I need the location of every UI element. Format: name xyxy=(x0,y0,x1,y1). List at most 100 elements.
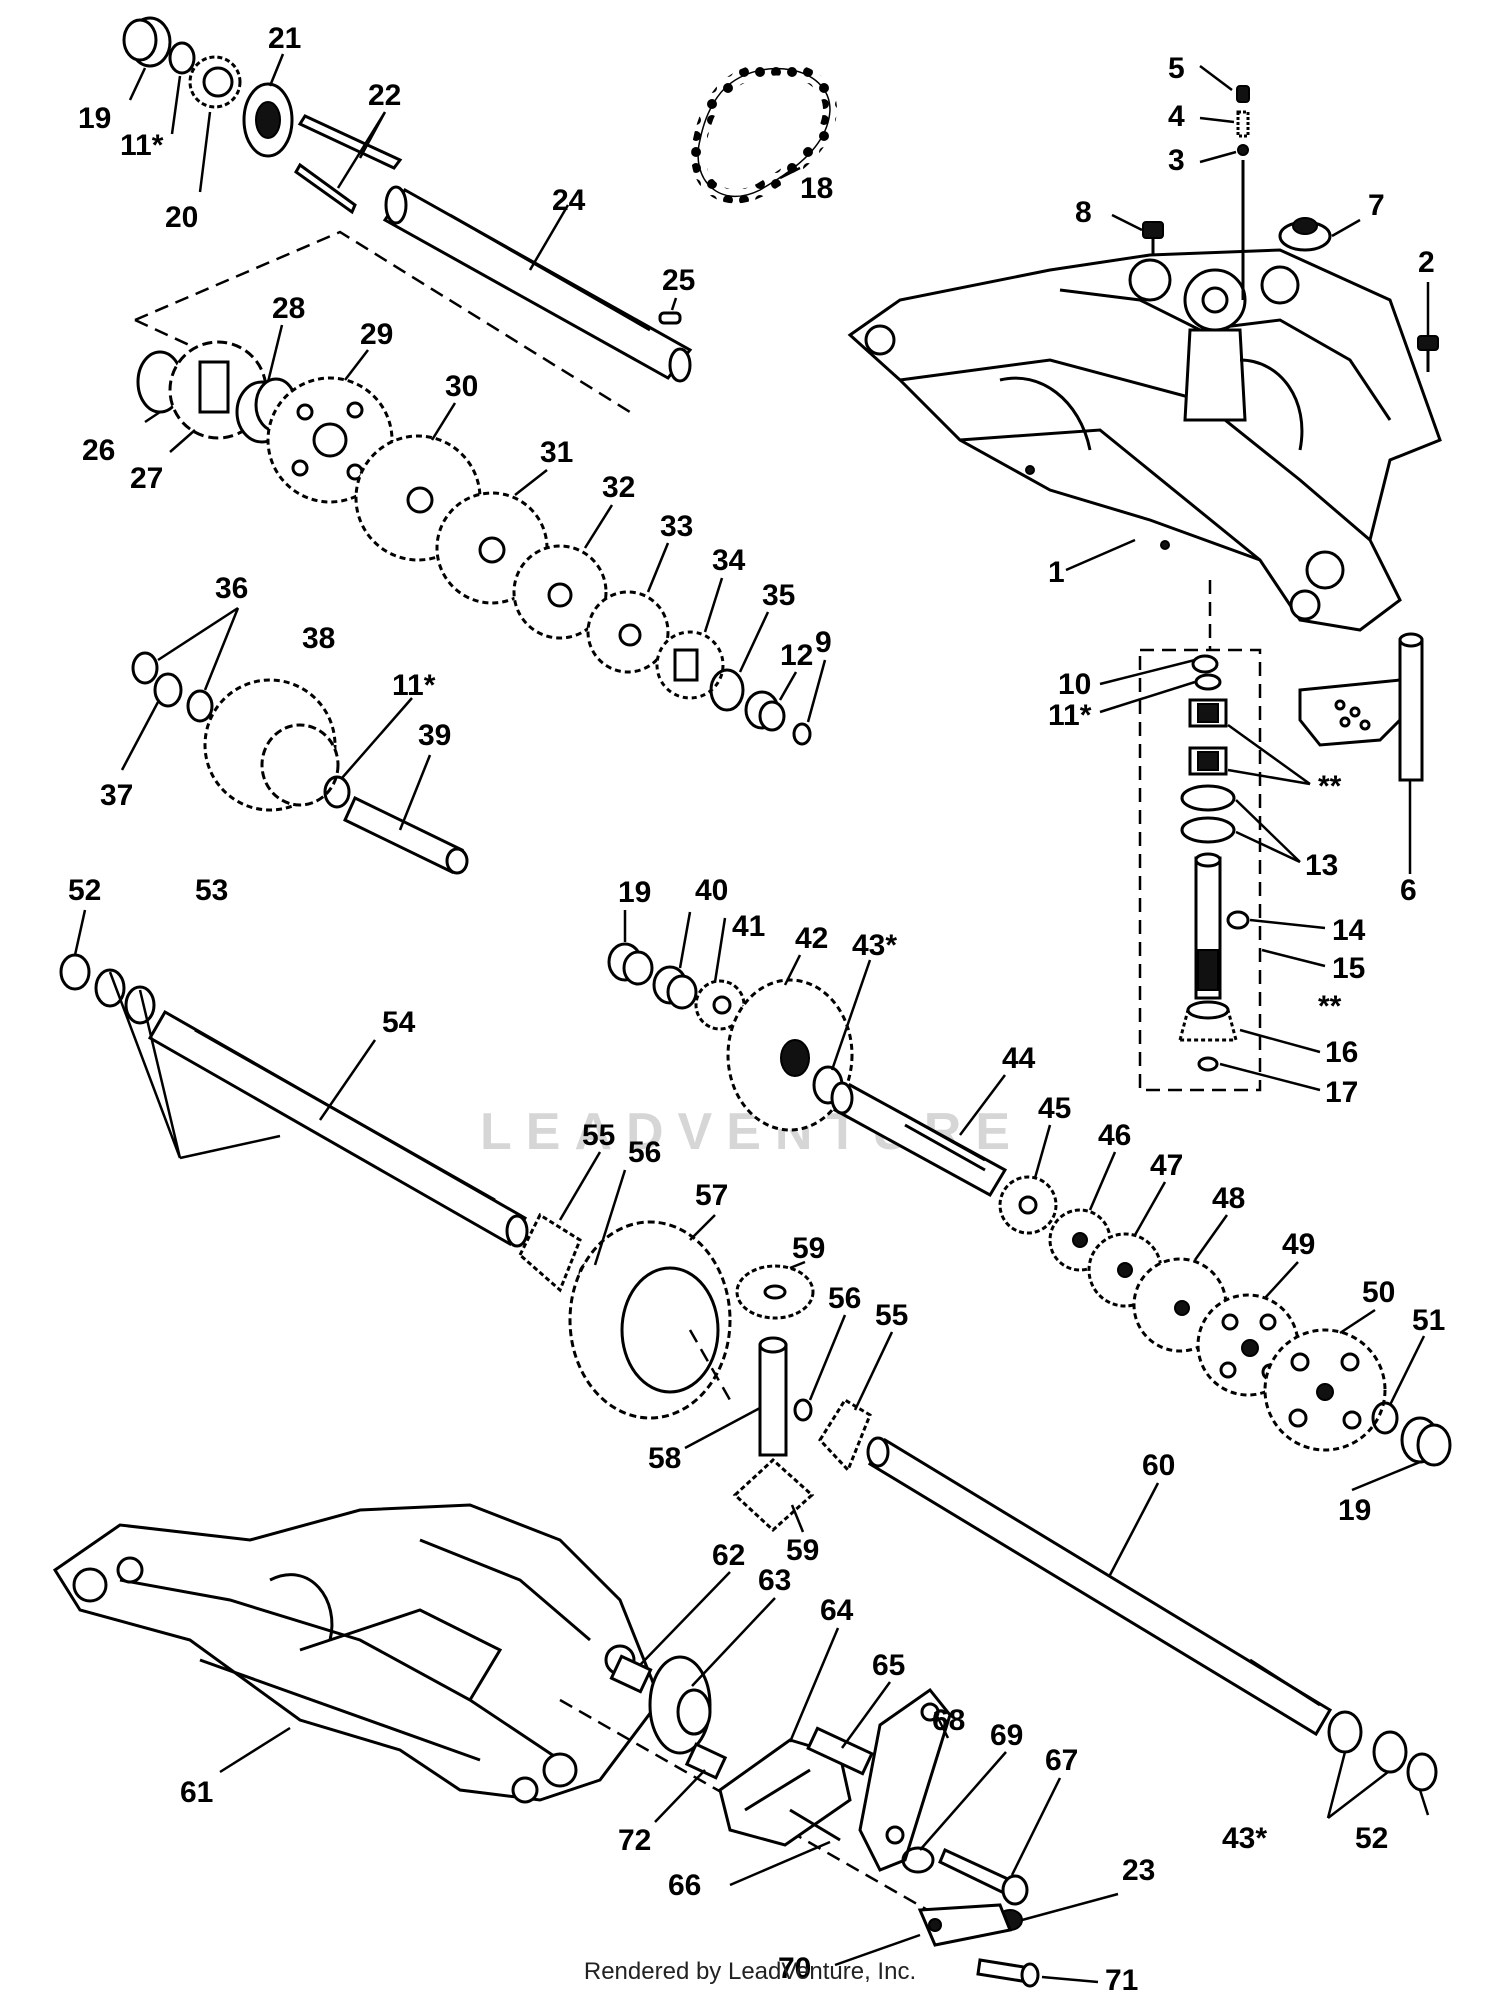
callout-64: 64 xyxy=(820,1594,854,1627)
part-51-washer xyxy=(1371,1401,1399,1435)
part-32-gear xyxy=(512,544,608,640)
part-1-upper-housing xyxy=(847,248,1442,632)
callout-71: 71 xyxy=(1105,1964,1138,1997)
callout-42: 42 xyxy=(795,922,828,955)
callout-28: 28 xyxy=(272,292,305,325)
part-43-washer-lower-a xyxy=(1327,1710,1363,1754)
part-68-brake-lever xyxy=(858,1687,952,1872)
part-63-brake-disc xyxy=(648,1655,712,1755)
part-19-bushing-mid xyxy=(607,942,654,986)
callout-21: 21 xyxy=(268,22,301,55)
part-38-cluster-gear xyxy=(203,678,340,812)
part-35-washer xyxy=(709,668,745,712)
callout-26: 26 xyxy=(82,434,115,467)
part-45-gear xyxy=(998,1175,1058,1235)
callout-43-mid: 43* xyxy=(852,929,897,962)
callout-35: 35 xyxy=(762,579,795,612)
callout-22: 22 xyxy=(368,79,401,112)
part-11-washer-top xyxy=(168,41,196,75)
part-12-bushing xyxy=(744,690,786,732)
callout-52-left: 52 xyxy=(68,874,101,907)
callout-27: 27 xyxy=(130,462,163,495)
callout-25: 25 xyxy=(662,264,695,297)
part-58-cross-shaft xyxy=(758,1336,788,1457)
callout-15: 15 xyxy=(1332,952,1365,985)
part-24-shaft xyxy=(382,185,693,383)
part-20-sprocket-small xyxy=(188,55,242,109)
callout-63: 63 xyxy=(758,1564,791,1597)
part-55-bevel-gear-left xyxy=(518,1212,582,1293)
callout-7: 7 xyxy=(1368,189,1385,222)
callout-49: 49 xyxy=(1282,1228,1315,1261)
callout-14: 14 xyxy=(1332,914,1366,947)
part-39-pin xyxy=(343,795,469,875)
part-22-keys xyxy=(294,114,403,215)
callout-39: 39 xyxy=(418,719,451,752)
callout-24: 24 xyxy=(552,184,586,217)
part-54-axle xyxy=(147,1009,529,1248)
part-71-bolt xyxy=(976,1958,1040,1988)
callout-67: 67 xyxy=(1045,1744,1078,1777)
callout-30: 30 xyxy=(445,370,478,403)
part-16-bevel-gear xyxy=(1178,1000,1238,1042)
part-21-bearing xyxy=(242,82,294,158)
callout-44: 44 xyxy=(1002,1042,1036,1075)
callout-29: 29 xyxy=(360,318,393,351)
callout-70: 70 xyxy=(778,1952,811,1985)
callout-19-mid: 19 xyxy=(618,876,651,909)
callout-11-shift: 11* xyxy=(1048,699,1092,732)
callout-5: 5 xyxy=(1168,52,1185,85)
part-53-washer-b xyxy=(124,985,156,1025)
part-53-washer-a xyxy=(94,968,126,1008)
callout-55-left: 55 xyxy=(582,1119,615,1152)
callout-18: 18 xyxy=(800,172,833,205)
part-60-axle xyxy=(866,1436,1333,1737)
part-19-bushing-top xyxy=(122,16,172,68)
part-72-brake-pad-lower xyxy=(684,1742,728,1780)
callout-23: 23 xyxy=(1122,1854,1155,1887)
callout-20: 20 xyxy=(165,201,198,234)
callout-52-right: 52 xyxy=(1355,1822,1388,1855)
part-13-washer-a xyxy=(1180,784,1236,812)
part-62-brake-pad xyxy=(609,1654,653,1694)
callout-55-right: 55 xyxy=(875,1299,908,1332)
part-44-countershaft xyxy=(830,1081,1008,1198)
part-70-bracket xyxy=(917,1903,1013,1947)
callout-41: 41 xyxy=(732,910,765,943)
part-67-bolt xyxy=(938,1847,1029,1906)
part-9-ring xyxy=(792,722,812,746)
part-34-gear xyxy=(655,630,725,700)
callout-2: 2 xyxy=(1418,246,1435,279)
leader-lines xyxy=(73,53,1430,1984)
callout-72: 72 xyxy=(618,1824,651,1857)
credit-footer: Rendered by LeadVenture, Inc. xyxy=(583,1958,917,1985)
callout-13: 13 xyxy=(1305,849,1338,882)
callout-61: 61 xyxy=(180,1776,213,1809)
part-50-gear xyxy=(1263,1328,1387,1452)
parts-bushings-double-star xyxy=(1188,698,1228,776)
part-19-bushing-right xyxy=(1400,1416,1452,1467)
part-59-bevel-pinion-lower xyxy=(732,1457,815,1533)
callout-double-star-1: ** xyxy=(1318,770,1342,803)
callout-53: 53 xyxy=(195,874,228,907)
callout-65: 65 xyxy=(872,1649,905,1682)
callout-57: 57 xyxy=(695,1179,728,1212)
callout-66: 66 xyxy=(668,1869,701,1902)
callout-56-left: 56 xyxy=(628,1136,661,1169)
dashed-box-shift xyxy=(1138,648,1262,1092)
part-37-bearing xyxy=(153,672,183,708)
callout-47: 47 xyxy=(1150,1149,1183,1182)
callout-double-star-2: ** xyxy=(1318,990,1342,1023)
callout-17: 17 xyxy=(1325,1076,1358,1109)
part-52-ring-left xyxy=(59,953,91,991)
part-33-gear xyxy=(586,590,670,674)
part-69-washer xyxy=(901,1846,935,1874)
part-36-washer-a xyxy=(131,651,159,685)
callout-6: 6 xyxy=(1400,874,1417,907)
part-65-brake-pin xyxy=(806,1726,874,1776)
callout-labels: 19 11* 20 21 22 18 24 25 26 27 28 29 30 … xyxy=(68,22,1445,1997)
part-25-key-small xyxy=(658,311,682,325)
part-55-bevel-gear-right xyxy=(818,1397,872,1473)
part-7-cap xyxy=(1278,217,1332,252)
callout-16: 16 xyxy=(1325,1036,1358,1069)
